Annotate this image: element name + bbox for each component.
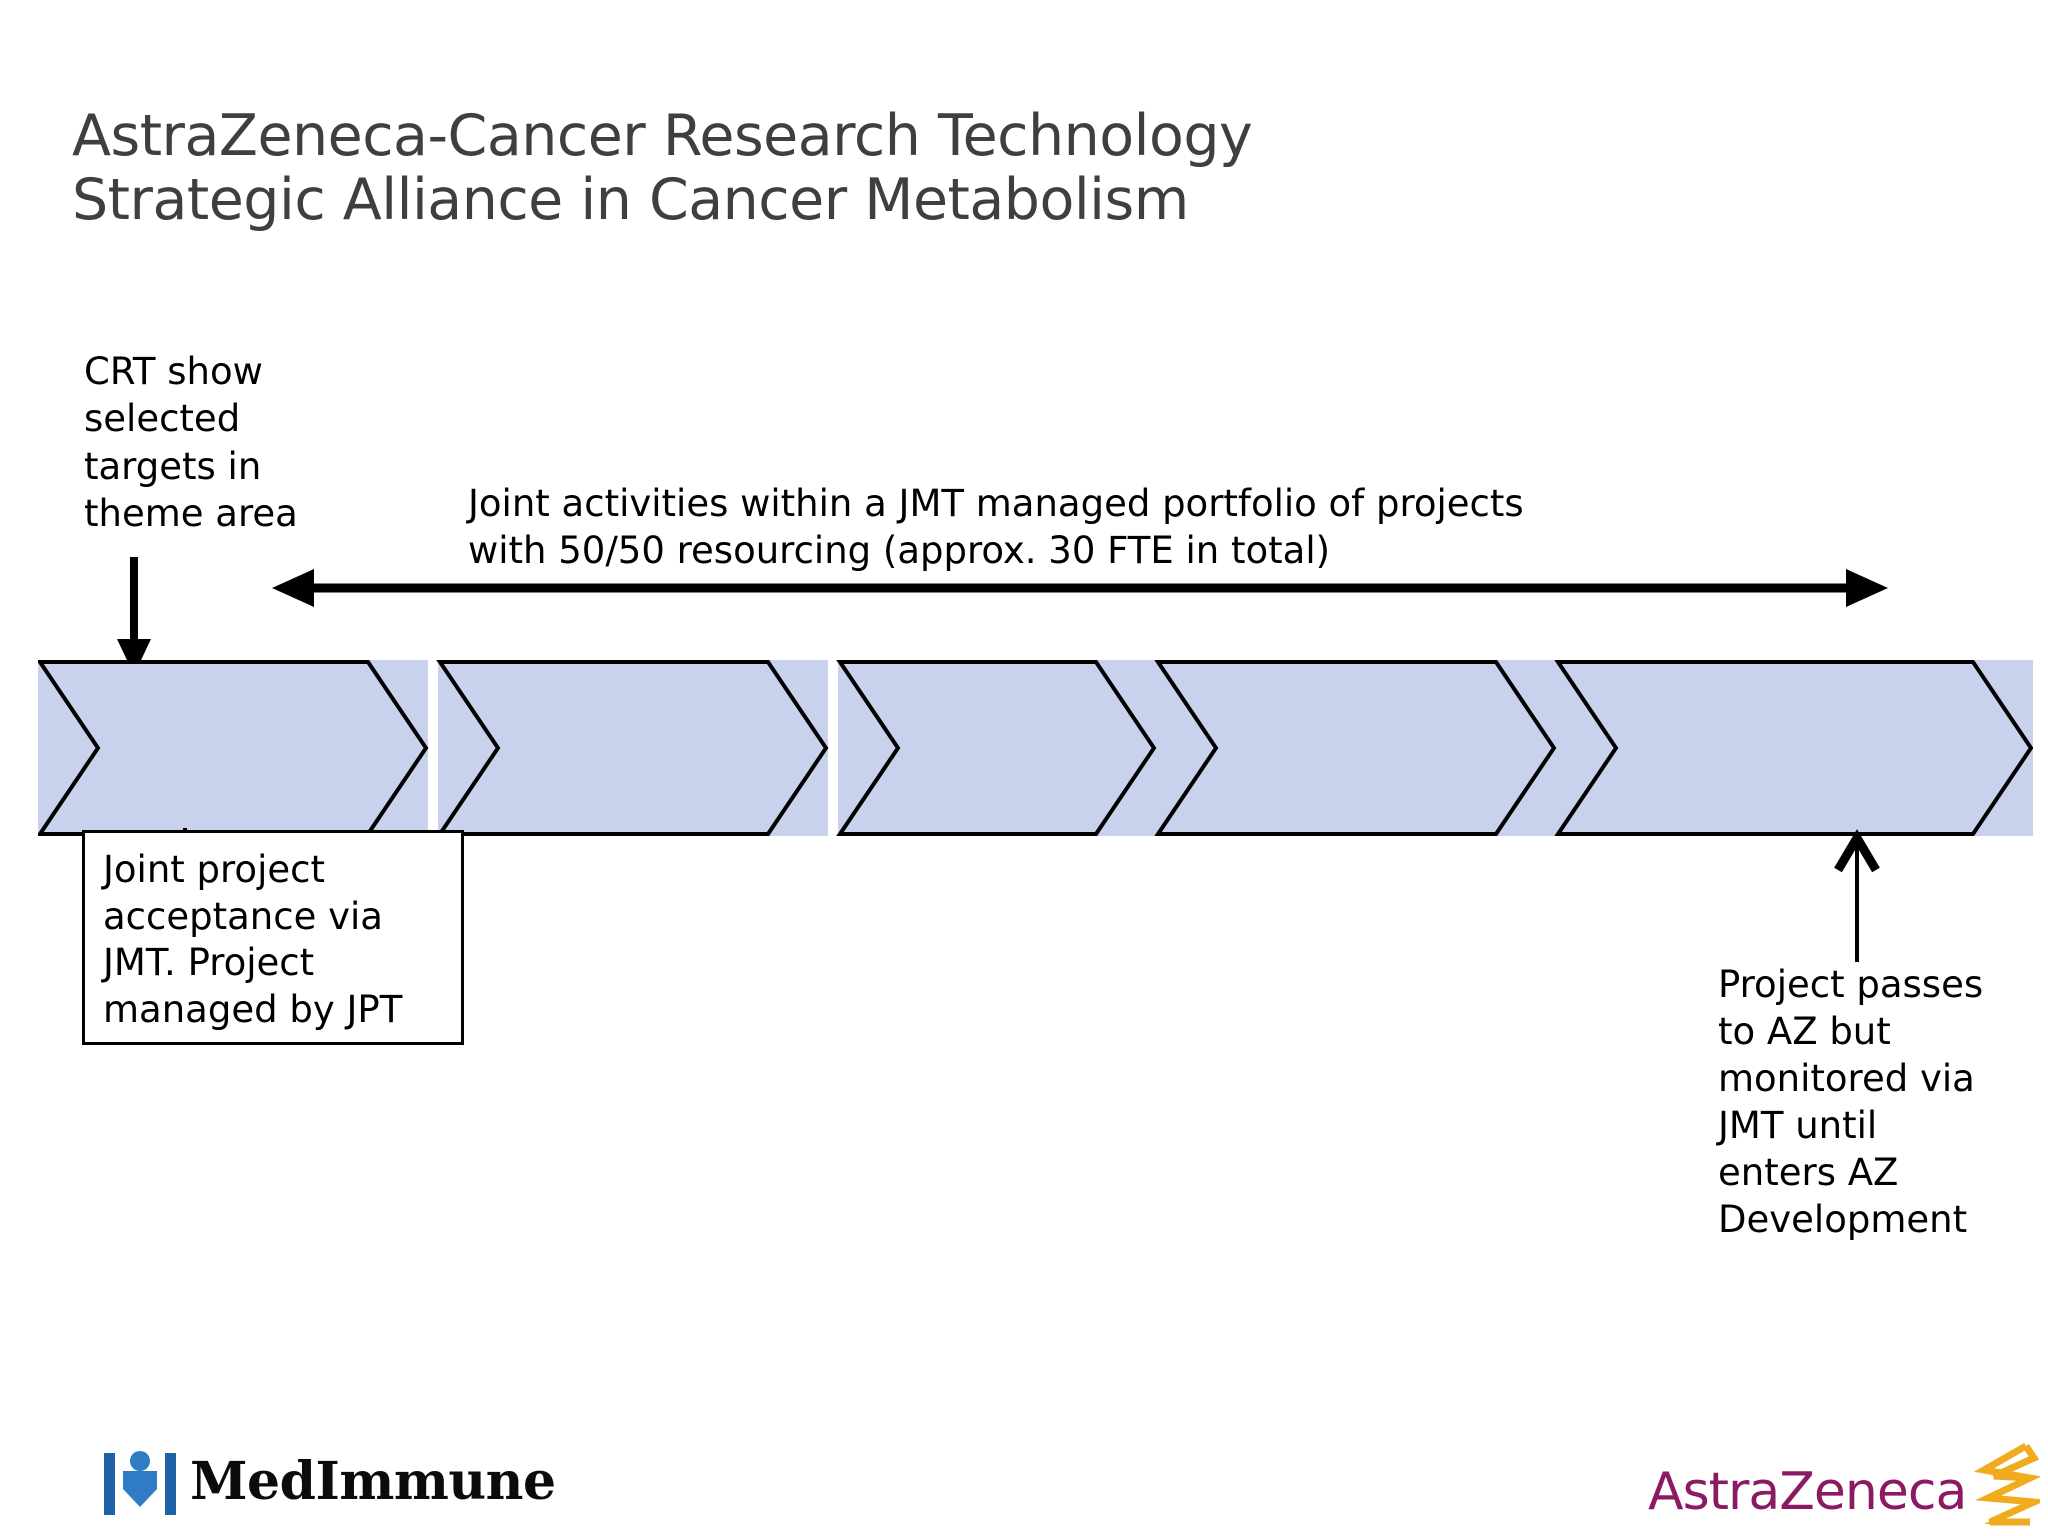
astrazeneca-logo: AstraZeneca	[1648, 1434, 2048, 1526]
project-passes-up-arrow-icon	[1826, 828, 1890, 964]
medimmune-wordmark: MedImmune	[190, 1451, 556, 1512]
astrazeneca-ribbon-icon	[1968, 1440, 2048, 1526]
joint-activities-caption: Joint activities within a JMT managed po…	[468, 482, 1524, 573]
stage-label: Assay Development	[518, 701, 782, 794]
stage-label: Target Validation	[153, 701, 347, 794]
process-stage-target-validation[interactable]: Target Validation	[38, 660, 428, 836]
stage-label: Early Lead Optimisation	[1686, 701, 1937, 794]
joint-project-acceptance-text: Joint project acceptance via JMT. Projec…	[103, 848, 403, 1031]
process-stage-hts[interactable]: HTS	[838, 660, 1156, 836]
stage-label: Hit-to-Lead	[1264, 725, 1482, 771]
process-flow-diagram: Target Validation Assay Development HTS …	[38, 660, 2033, 836]
crt-show-selected-targets-note: CRT show selected targets in theme area	[84, 350, 298, 536]
process-stage-assay-development[interactable]: Assay Development	[438, 660, 828, 836]
medimmune-logo: MedImmune	[104, 1443, 556, 1521]
crt-down-arrow-icon	[100, 555, 180, 680]
joint-project-acceptance-box: Joint project acceptance via JMT. Projec…	[82, 830, 464, 1045]
stage-label: HTS	[975, 725, 1053, 771]
process-stage-early-lead-optimisation[interactable]: Early Lead Optimisation	[1556, 660, 2033, 836]
project-passes-note: Project passes to AZ but monitored via J…	[1718, 963, 1984, 1241]
page-title: AstraZeneca-Cancer Research Technology S…	[72, 103, 1253, 233]
process-stage-hit-to-lead[interactable]: Hit-to-Lead	[1156, 660, 1556, 836]
astrazeneca-wordmark: AstraZeneca	[1648, 1462, 1967, 1522]
joint-activities-span-arrow-icon	[270, 560, 1890, 620]
medimmune-mark-icon	[104, 1449, 176, 1515]
